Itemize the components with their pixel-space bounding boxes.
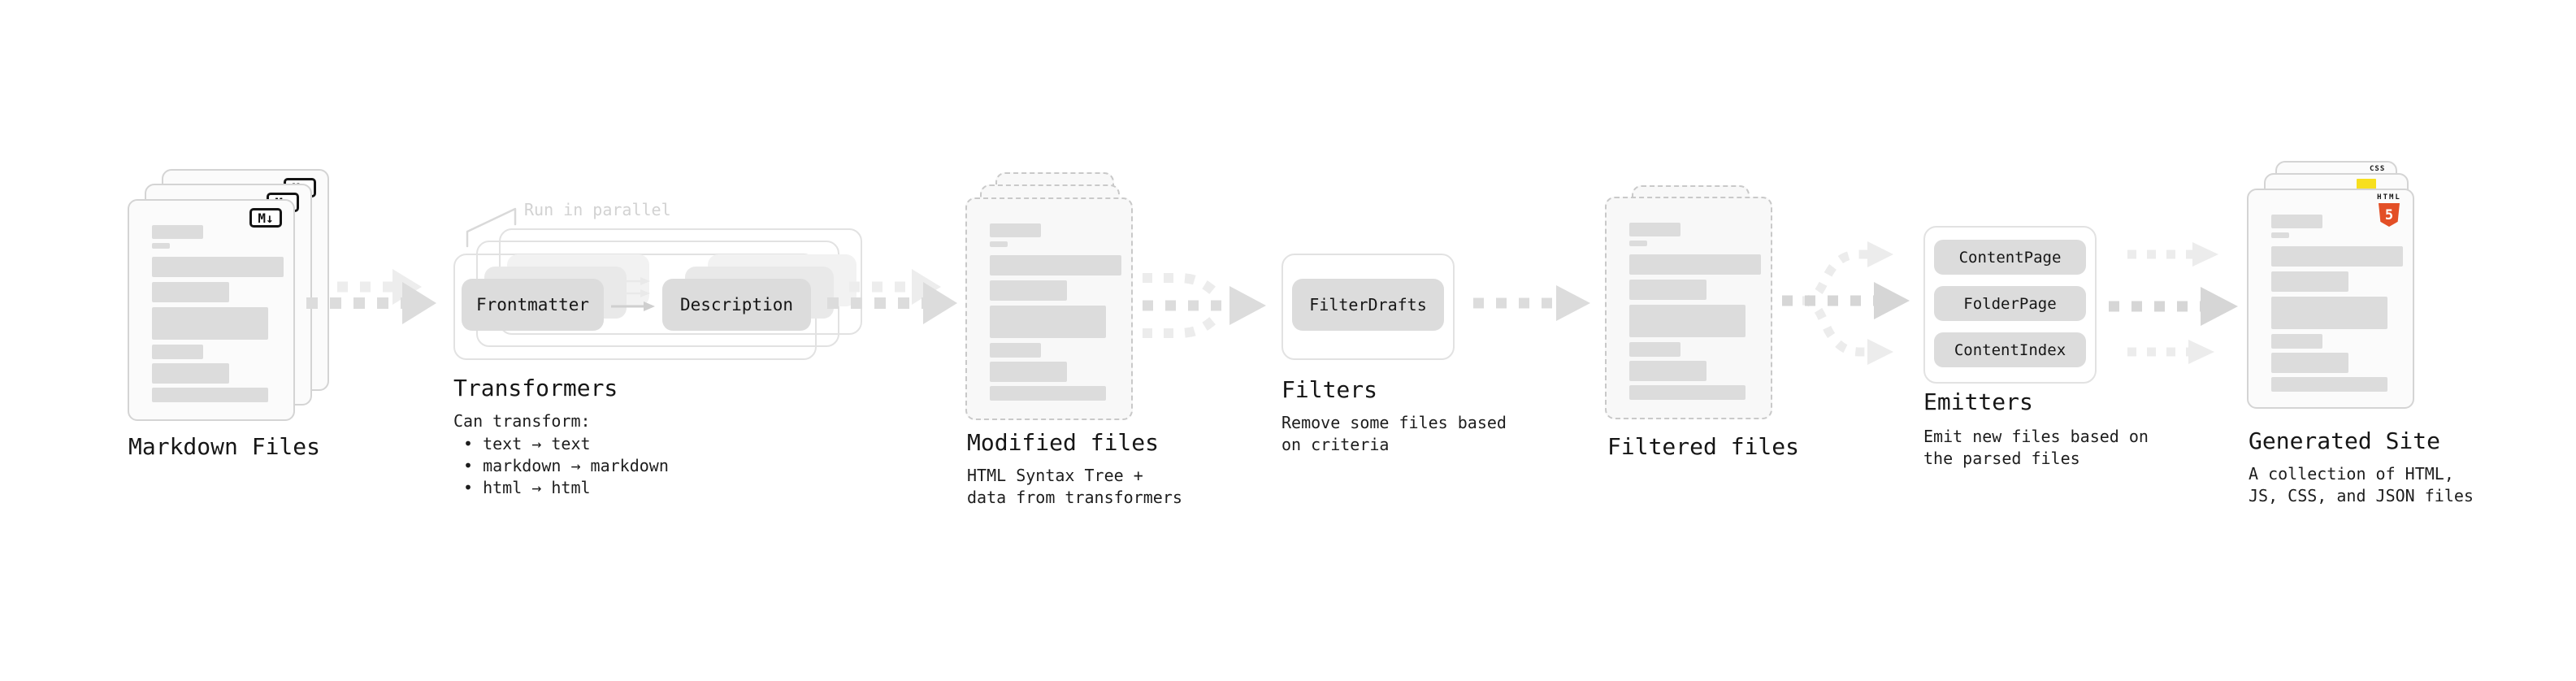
skeleton-line: [2271, 334, 2322, 349]
skeleton-line: [1629, 361, 1706, 381]
skeleton-line: [990, 306, 1106, 338]
document-skeleton: [152, 225, 284, 402]
skeleton-line: [2271, 271, 2348, 292]
skeleton-line: [152, 282, 229, 302]
html5-icon-label: HTML: [2377, 193, 2401, 202]
skeleton-line: [1629, 385, 1746, 400]
flow-arrow-markdown-to-transformers: [306, 269, 436, 324]
stage-label-transformers: Transformers: [453, 375, 618, 401]
description-node: Description: [662, 279, 811, 331]
filters-caption: Remove some files based on criteria: [1281, 413, 1507, 454]
markdown-file-card-front: M↓: [128, 199, 295, 421]
skeleton-line: [2271, 377, 2387, 392]
css-icon-label: CSS: [2370, 165, 2386, 173]
run-in-parallel-note: Run in parallel: [524, 200, 671, 219]
skeleton-line: [990, 386, 1106, 401]
skeleton-line: [152, 225, 203, 239]
skeleton-line: [990, 255, 1121, 275]
document-skeleton: [990, 223, 1121, 401]
skeleton-line: [152, 257, 284, 277]
skeleton-line: [152, 307, 268, 340]
stage-label-generated-site: Generated Site: [2249, 427, 2441, 454]
modified-files-caption: HTML Syntax Tree + data from transformer…: [967, 466, 1182, 507]
skeleton-line: [1629, 254, 1761, 275]
flow-arrow-transformers-to-modified: [827, 269, 957, 324]
folderpage-node: FolderPage: [1934, 286, 2086, 321]
html5-icon: HTML 5: [2375, 194, 2403, 227]
stage-label-markdown-files: Markdown Files: [128, 433, 321, 460]
stage-label-emitters: Emitters: [1923, 388, 2033, 415]
skeleton-line: [2271, 353, 2348, 373]
modified-file-card-front: [965, 197, 1133, 420]
skeleton-line: [1629, 305, 1746, 337]
flow-arrow-filters-to-filtered: [1473, 285, 1590, 321]
stage-label-filters: Filters: [1281, 376, 1378, 403]
skeleton-line: [152, 388, 268, 402]
skeleton-line: [2271, 215, 2322, 228]
skeleton-line: [990, 241, 1008, 247]
markdown-icon: M↓: [249, 208, 282, 228]
skeleton-line: [152, 243, 170, 249]
stage-label-modified-files: Modified files: [967, 429, 1160, 456]
skeleton-line: [1629, 342, 1680, 357]
emitters-caption: Emit new files based on the parsed files: [1923, 427, 2149, 468]
filtered-file-card-front: [1605, 197, 1772, 419]
skeleton-line: [2271, 297, 2387, 329]
caption-bullet: • text → text: [463, 434, 591, 453]
skeleton-line: [2271, 232, 2289, 238]
caption-bullet: • markdown → markdown: [463, 456, 669, 475]
frontmatter-node: Frontmatter: [462, 279, 604, 331]
transformer-inner-arrows: [611, 277, 655, 311]
generated-site-caption: A collection of HTML, JS, CSS, and JSON …: [2249, 464, 2474, 505]
skeleton-line: [990, 343, 1041, 358]
skeleton-line: [1629, 280, 1706, 300]
stage-label-filtered-files: Filtered files: [1607, 433, 1800, 460]
site-file-card-html: HTML 5: [2247, 189, 2414, 409]
document-skeleton: [2271, 215, 2403, 392]
skeleton-line: [990, 280, 1067, 301]
skeleton-line: [152, 363, 229, 384]
flow-arrows-emitters-to-site: [2109, 242, 2238, 364]
transformers-caption-title: Can transform:: [453, 411, 591, 431]
transformers-caption-list: • text → text • markdown → markdown • ht…: [463, 433, 669, 499]
skeleton-line: [990, 362, 1067, 382]
note-leader-line: [466, 207, 517, 248]
document-skeleton: [1629, 223, 1761, 400]
skeleton-line: [2271, 246, 2403, 267]
skeleton-line: [1629, 241, 1647, 246]
flow-arrow-split-to-emitters: [1782, 241, 1910, 365]
skeleton-line: [990, 223, 1041, 237]
filterdrafts-node: FilterDrafts: [1292, 279, 1444, 331]
flow-arrow-merge-to-filters: [1143, 273, 1266, 338]
contentindex-node: ContentIndex: [1934, 332, 2086, 367]
skeleton-line: [1629, 223, 1680, 236]
contentpage-node: ContentPage: [1934, 240, 2086, 275]
skeleton-line: [152, 345, 203, 359]
caption-bullet: • html → html: [463, 478, 591, 497]
